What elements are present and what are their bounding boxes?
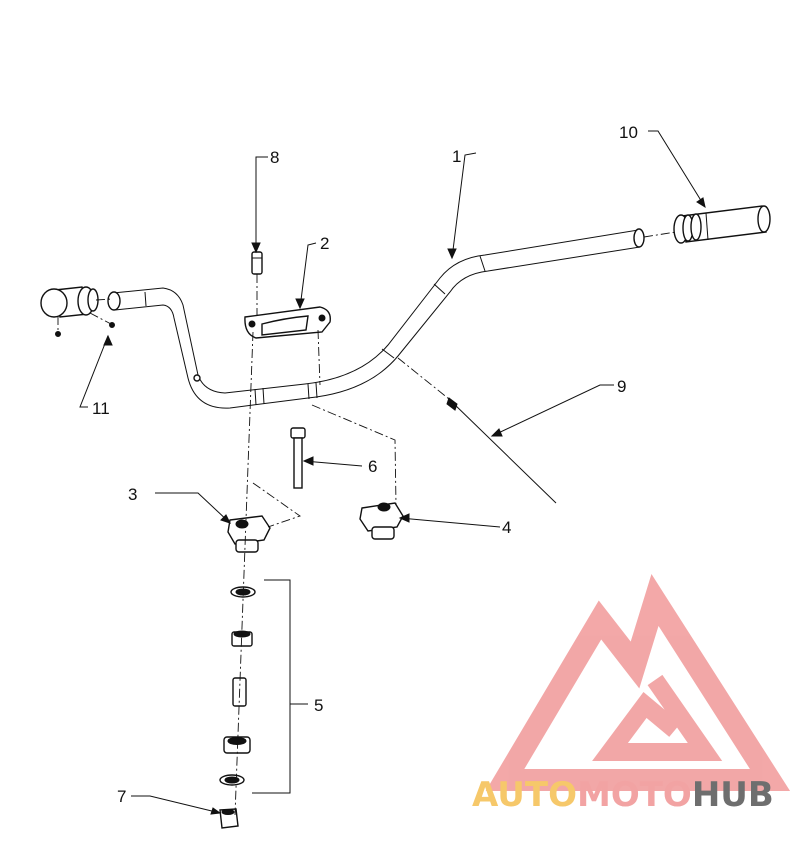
callout-4: 4 (502, 518, 511, 537)
callout-6: 6 (368, 457, 377, 476)
watermark-hub: HUB (692, 775, 774, 815)
upper-clamp-part-2 (244, 306, 331, 339)
automotohub-logo-mark (485, 574, 791, 791)
lower-clamp-part-4 (359, 502, 404, 540)
right-grip-part-10 (643, 205, 771, 244)
callout-10: 10 (619, 123, 638, 142)
assembly-lines (234, 274, 397, 816)
callout-1: 1 (452, 147, 461, 166)
bolt-part-8 (251, 251, 263, 275)
watermark-text: AUTOMOTOHUB (472, 775, 774, 815)
logo-triangle-outer (485, 574, 791, 791)
callout-8: 8 (270, 148, 279, 167)
logo-triangle-inner (592, 674, 723, 761)
leader-lines (79, 130, 706, 814)
callout-7: 7 (117, 787, 126, 806)
left-grip-part-11 (40, 286, 115, 337)
callout-9: 9 (617, 377, 626, 396)
bolt-part-6 (290, 427, 306, 489)
callout-11: 11 (92, 399, 110, 418)
watermark-auto: AUTO (472, 775, 577, 815)
handlebar-part-1 (107, 228, 645, 409)
nut-part-7 (219, 808, 239, 829)
rod-part-9 (397, 357, 557, 504)
bushing-set-part-5 (219, 586, 256, 786)
lower-clamp-part-3 (227, 515, 271, 553)
watermark-moto: MOTO (577, 775, 692, 815)
callout-2: 2 (320, 234, 329, 253)
callout-3: 3 (128, 485, 137, 504)
callout-5: 5 (314, 696, 323, 715)
callout-labels: 1 2 3 4 5 6 7 8 9 10 11 (92, 123, 638, 806)
